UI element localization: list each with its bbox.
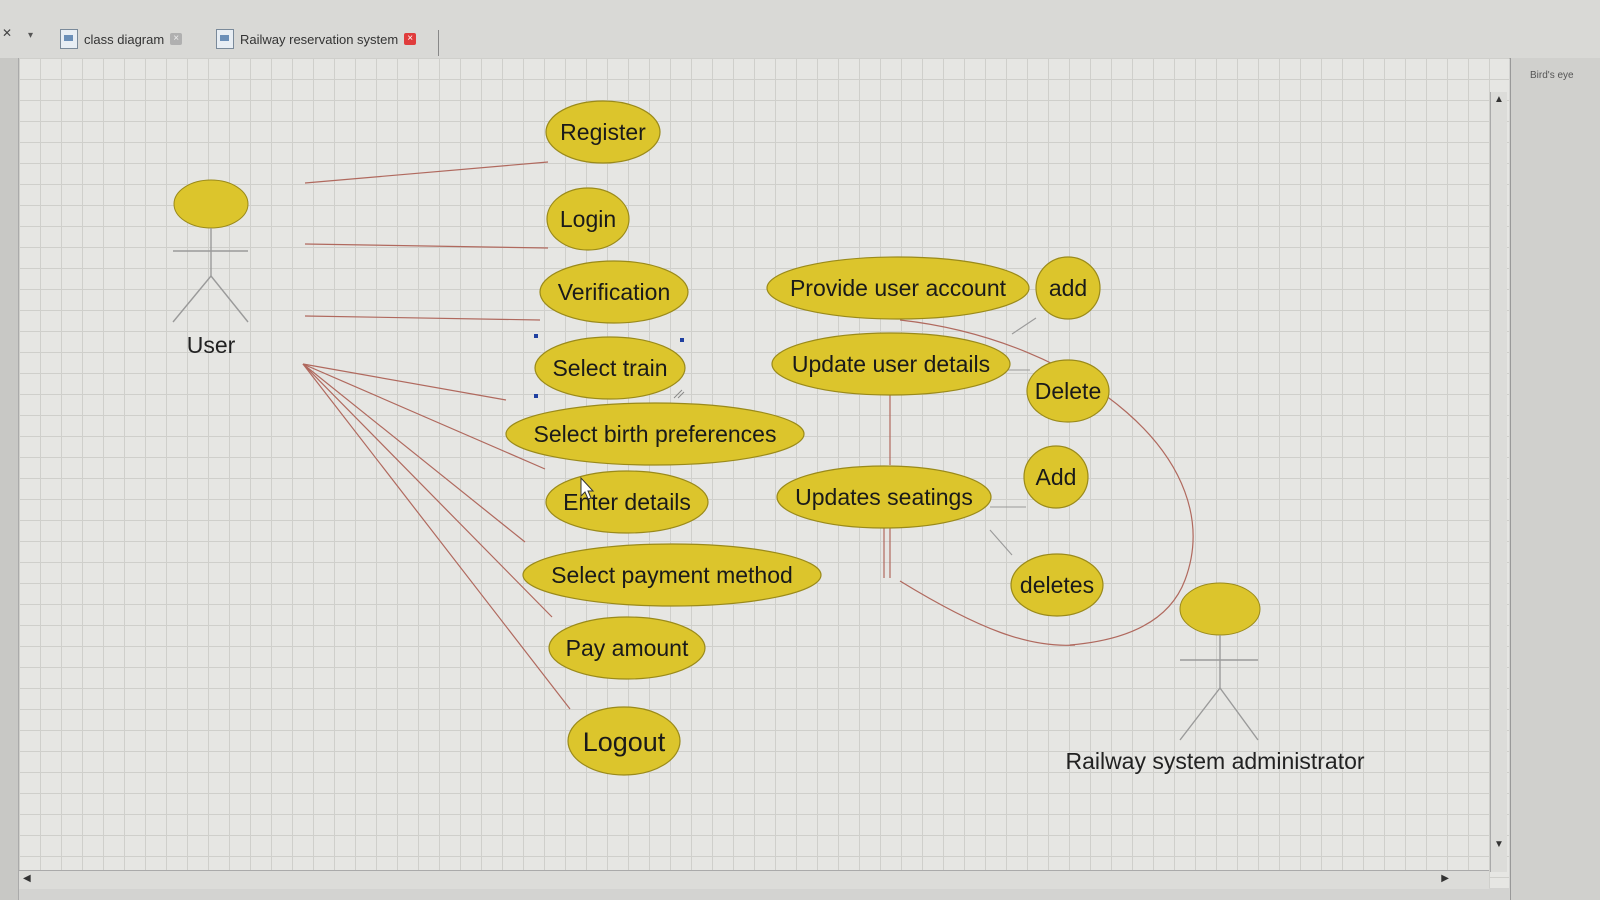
tab-railway-reservation-system[interactable]: Railway reservation system × [216, 26, 417, 52]
tab-separator [438, 30, 439, 56]
use-case-label: Update user details [792, 351, 990, 377]
left-toolbar-strip [0, 58, 19, 900]
use-case-verification[interactable]: Verification [539, 260, 689, 324]
use-case-login[interactable]: Login [546, 187, 630, 251]
tab-bar: ✕ ▾ class diagram × Railway reservation … [0, 0, 1600, 59]
connector [1011, 317, 1037, 335]
use-case-provide-user-account[interactable]: Provide user account [766, 256, 1030, 320]
use-case-label: Login [560, 206, 616, 232]
use-case-logout[interactable]: Logout [567, 706, 681, 776]
use-case-label: deletes [1020, 572, 1094, 598]
use-case-add-upper[interactable]: Add [1023, 445, 1089, 509]
close-panel-icon[interactable]: ✕ [2, 26, 13, 40]
use-case-label: Enter details [563, 489, 691, 515]
admin-connectors [883, 317, 1194, 646]
vertical-scrollbar[interactable]: ▲ ▼ [1490, 92, 1507, 872]
use-case-label: Select train [552, 355, 667, 381]
birds-eye-title: Bird's eye [1530, 70, 1574, 81]
use-case-label: Verification [558, 279, 671, 305]
connector [302, 363, 526, 543]
user-actor-label: User [187, 332, 236, 358]
scroll-right-icon[interactable]: ▶ [1441, 873, 1449, 884]
connector [989, 529, 1013, 556]
use-case-label: Logout [583, 727, 666, 757]
use-case-label: Provide user account [790, 275, 1007, 301]
connector [302, 363, 553, 618]
actor-head [173, 179, 249, 229]
connector [304, 243, 549, 249]
use-case-label: Register [560, 119, 646, 145]
actor-leg [172, 275, 212, 323]
close-tab-icon[interactable]: × [404, 33, 417, 45]
connector [302, 363, 546, 470]
birds-eye-panel [1510, 58, 1600, 900]
actor-leg [1179, 687, 1221, 741]
scroll-down-icon[interactable]: ▼ [1494, 839, 1504, 850]
scroll-up-icon[interactable]: ▲ [1494, 94, 1504, 105]
use-case-select-birth-preferences[interactable]: Select birth preferences [505, 402, 805, 466]
use-case-label: Updates seatings [795, 484, 973, 510]
use-case-label: Pay amount [566, 635, 689, 661]
connector [304, 315, 541, 321]
use-case-label: Add [1036, 464, 1077, 490]
actor-head [1179, 582, 1261, 636]
connector [304, 161, 549, 184]
connector [302, 363, 571, 710]
diagram-file-icon [60, 29, 78, 49]
user-connectors [302, 161, 571, 710]
diagram-file-icon [216, 29, 234, 49]
actor-leg [210, 275, 249, 323]
connector [899, 580, 1076, 646]
mouse-cursor-icon [580, 476, 595, 500]
admin-actor-label: Railway system administrator [1065, 748, 1364, 774]
connector [899, 319, 1194, 646]
diagram-canvas[interactable] [19, 58, 1509, 888]
tab-class-diagram[interactable]: class diagram × [60, 26, 183, 52]
use-case-pay-amount[interactable]: Pay amount [548, 616, 706, 680]
use-case-update-user-details[interactable]: Update user details [771, 332, 1011, 396]
use-case-updates-seatings[interactable]: Updates seatings [776, 465, 992, 529]
use-case-select-train[interactable]: Select train [534, 336, 686, 400]
tab-dropdown-icon[interactable]: ▾ [28, 30, 34, 41]
use-case-label: add [1049, 275, 1087, 301]
actor-leg [1219, 687, 1259, 741]
use-case-delete[interactable]: Delete [1026, 359, 1110, 423]
selection-handles[interactable] [534, 334, 685, 399]
tab-label: class diagram [84, 31, 165, 47]
use-case-enter-details[interactable]: Enter details [545, 470, 709, 534]
use-case-select-payment-method[interactable]: Select payment method [522, 543, 822, 607]
use-case-deletes[interactable]: deletes [1010, 553, 1104, 617]
use-case-register[interactable]: Register [545, 100, 661, 164]
use-case-label: Select payment method [551, 562, 793, 588]
connector [302, 363, 507, 401]
scroll-left-icon[interactable]: ◀ [23, 873, 31, 884]
use-case-label: Delete [1035, 378, 1101, 404]
close-tab-icon[interactable]: × [170, 33, 183, 45]
user-actor[interactable]: User [172, 179, 249, 358]
use-case-label: Select birth preferences [534, 421, 777, 447]
horizontal-scrollbar[interactable]: ◀ ▶ [19, 870, 1489, 889]
tab-label: Railway reservation system [240, 31, 399, 47]
admin-actor[interactable]: Railway system administrator [1065, 582, 1365, 774]
use-case-add-lower[interactable]: add [1035, 256, 1101, 320]
